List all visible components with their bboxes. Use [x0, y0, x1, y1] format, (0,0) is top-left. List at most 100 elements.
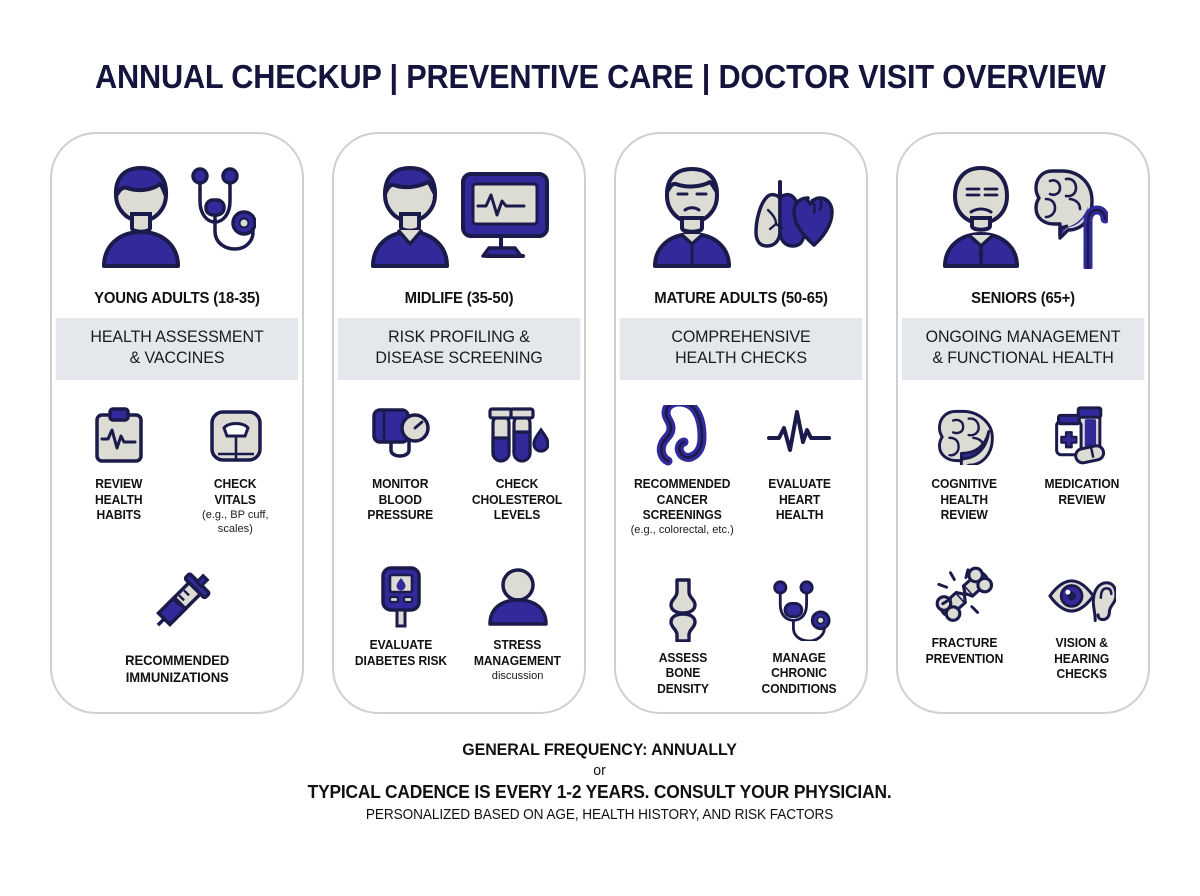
items-mature-adults: RECOMMENDED CANCER SCREENINGS (e.g., col… — [616, 380, 866, 712]
subtitle-line-2: DISEASE SCREENING — [375, 349, 543, 368]
item-cognitive-health-review[interactable]: COGNITIVE HEALTH REVIEW — [906, 404, 1023, 523]
item-label: COGNITIVE HEALTH REVIEW — [931, 477, 998, 522]
subtitle-line-2: HEALTH CHECKS — [675, 349, 807, 368]
eye-ear-icon — [1047, 563, 1116, 627]
midlife-person-icon — [371, 166, 449, 268]
items-young-adults: REVIEW HEALTH HABITS CHECK VITALS (e.g.,… — [52, 380, 302, 712]
walking-cane-icon — [1083, 205, 1108, 269]
item-fracture-prevention[interactable]: FRACTURE PREVENTION — [906, 563, 1023, 667]
item-label: REVIEW HEALTH HABITS — [94, 477, 143, 522]
card-seniors[interactable]: SENIORS (65+) ONGOING MANAGEMENT & FUNCT… — [896, 132, 1150, 715]
items-seniors: COGNITIVE HEALTH REVIEW — [898, 380, 1148, 712]
hero-illustration-midlife — [334, 134, 584, 284]
brain-icon — [934, 404, 996, 468]
footer-line-or: or — [593, 762, 607, 780]
card-title-midlife: MIDLIFE (35-50) — [404, 290, 514, 307]
item-monitor-blood-pressure[interactable]: MONITOR BLOOD PRESSURE — [342, 404, 459, 523]
item-evaluate-heart-health[interactable]: EVALUATE HEART HEALTH — [741, 404, 858, 523]
subtitle-line-1: HEALTH ASSESSMENT — [90, 328, 264, 346]
hero-illustration-mature-adults — [616, 134, 866, 284]
bone-joint-icon — [660, 578, 706, 642]
card-title-young-adults: YOUNG ADULTS (18-35) — [94, 290, 260, 307]
item-row: FRACTURE PREVENTION — [906, 563, 1140, 682]
hero-illustration-young-adults — [52, 134, 302, 284]
person-silhouette-icon — [487, 565, 549, 629]
item-medication-review[interactable]: MEDICATION REVIEW — [1023, 404, 1140, 508]
item-label: VISION & HEARING CHECKS — [1053, 636, 1110, 682]
footer-line-cadence: TYPICAL CADENCE IS EVERY 1-2 YEARS. CONS… — [308, 781, 892, 803]
stethoscope-icon — [191, 167, 256, 251]
hero-illustration-seniors — [898, 134, 1148, 284]
subtitle-line-1: ONGOING MANAGEMENT — [925, 328, 1121, 346]
item-label: FRACTURE PREVENTION — [925, 636, 1004, 666]
card-subtitle-seniors: ONGOING MANAGEMENT & FUNCTIONAL HEALTH — [901, 318, 1145, 381]
item-sublabel: discussion — [491, 670, 544, 683]
item-label: CHECK VITALS — [214, 477, 257, 507]
subtitle-line-1: COMPREHENSIVE — [671, 328, 811, 346]
item-evaluate-diabetes-risk[interactable]: EVALUATE DIABETES RISK — [342, 565, 459, 669]
broken-bone-icon — [933, 563, 997, 627]
heartbeat-line-icon — [766, 404, 833, 468]
glucose-meter-icon — [377, 565, 425, 629]
item-label: MANAGE CHRONIC CONDITIONS — [762, 650, 837, 696]
item-cancer-screenings[interactable]: RECOMMENDED CANCER SCREENINGS (e.g., col… — [624, 404, 741, 538]
item-stress-management[interactable]: STRESS MANAGEMENT discussion — [459, 565, 576, 683]
card-midlife[interactable]: MIDLIFE (35-50) RISK PROFILING & DISEASE… — [332, 132, 586, 715]
age-group-cards: YOUNG ADULTS (18-35) HEALTH ASSESSMENT &… — [50, 132, 1150, 715]
syringe-icon — [141, 568, 213, 644]
footer-line-frequency: GENERAL FREQUENCY: ANNUALLY — [462, 740, 738, 760]
item-label: EVALUATE DIABETES RISK — [354, 638, 447, 668]
blood-pressure-cuff-icon — [370, 404, 432, 468]
subtitle-line-2: & FUNCTIONAL HEALTH — [932, 349, 1114, 368]
subtitle-line-2: & VACCINES — [129, 349, 225, 368]
item-recommended-immunizations[interactable]: RECOMMENDED IMMUNIZATIONS — [60, 568, 294, 686]
mature-adult-person-icon — [653, 167, 731, 268]
item-row: RECOMMENDED CANCER SCREENINGS (e.g., col… — [624, 404, 858, 538]
item-row: RECOMMENDED IMMUNIZATIONS — [60, 568, 294, 686]
item-label: STRESS MANAGEMENT — [473, 638, 562, 668]
item-label: CHECK CHOLESTEROL LEVELS — [472, 477, 563, 522]
item-sublabel: (e.g., BP cuff, scales) — [202, 508, 269, 535]
brain-cane-icons — [1034, 169, 1108, 269]
item-check-vitals[interactable]: CHECK VITALS (e.g., BP cuff, scales) — [177, 404, 294, 536]
card-mature-adults[interactable]: MATURE ADULTS (50-65) COMPREHENSIVE HEAL… — [614, 132, 868, 715]
item-row: ASSESS BONE DENSITY — [624, 578, 858, 697]
item-label: MEDICATION REVIEW — [1044, 477, 1119, 507]
card-young-adults[interactable]: YOUNG ADULTS (18-35) HEALTH ASSESSMENT &… — [50, 132, 304, 715]
item-assess-bone-density[interactable]: ASSESS BONE DENSITY — [624, 578, 741, 697]
item-label: ASSESS BONE DENSITY — [656, 650, 709, 696]
young-adult-person-icon — [102, 166, 180, 268]
items-midlife: MONITOR BLOOD PRESSURE — [334, 380, 584, 712]
page-title: ANNUAL CHECKUP | PREVENTIVE CARE | DOCTO… — [94, 58, 1106, 95]
item-row: COGNITIVE HEALTH REVIEW — [906, 404, 1140, 523]
pill-bottles-icon — [1051, 404, 1113, 468]
item-check-cholesterol[interactable]: CHECK CHOLESTEROL LEVELS — [459, 404, 576, 523]
item-sublabel: (e.g., colorectal, etc.) — [630, 524, 735, 537]
item-manage-chronic-conditions[interactable]: MANAGE CHRONIC CONDITIONS — [741, 578, 858, 697]
stethoscope-icon — [769, 578, 831, 642]
item-vision-hearing-checks[interactable]: VISION & HEARING CHECKS — [1023, 563, 1140, 682]
item-row: EVALUATE DIABETES RISK STRESS MANAGEMENT… — [342, 565, 576, 683]
subtitle-line-1: RISK PROFILING & — [388, 328, 530, 346]
card-subtitle-young-adults: HEALTH ASSESSMENT & VACCINES — [55, 318, 299, 381]
card-title-mature-adults: MATURE ADULTS (50-65) — [654, 290, 828, 307]
card-title-seniors: SENIORS (65+) — [971, 290, 1075, 307]
item-label: RECOMMENDED CANCER SCREENINGS — [634, 477, 731, 522]
weight-scale-icon — [208, 404, 264, 468]
blood-test-tubes-icon — [487, 404, 549, 468]
senior-person-icon — [943, 165, 1019, 268]
clipboard-ecg-icon — [93, 404, 145, 468]
item-label: MONITOR BLOOD PRESSURE — [367, 477, 434, 522]
item-row: MONITOR BLOOD PRESSURE — [342, 404, 576, 523]
item-label: EVALUATE HEART HEALTH — [768, 477, 831, 522]
card-subtitle-midlife: RISK PROFILING & DISEASE SCREENING — [337, 318, 581, 381]
item-row: REVIEW HEALTH HABITS CHECK VITALS (e.g.,… — [60, 404, 294, 536]
lungs-heart-icon — [754, 180, 834, 248]
footer: GENERAL FREQUENCY: ANNUALLY or TYPICAL C… — [289, 740, 910, 823]
footer-line-personalized: PERSONALIZED BASED ON AGE, HEALTH HISTOR… — [366, 807, 834, 824]
layout-spacer — [60, 536, 294, 546]
item-label: RECOMMENDED IMMUNIZATIONS — [124, 653, 230, 685]
card-subtitle-mature-adults: COMPREHENSIVE HEALTH CHECKS — [619, 318, 863, 381]
item-review-health-habits[interactable]: REVIEW HEALTH HABITS — [60, 404, 177, 523]
